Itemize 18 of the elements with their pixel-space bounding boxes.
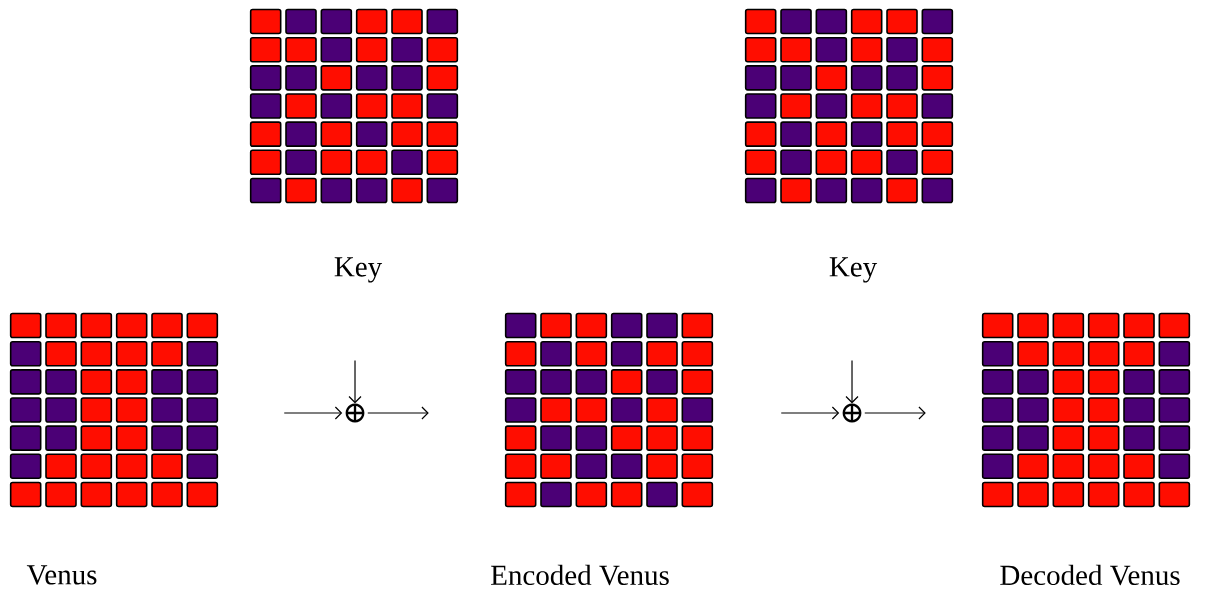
arrow bbox=[780, 406, 840, 420]
arrow bbox=[367, 406, 429, 420]
arrow bbox=[283, 406, 343, 420]
tile-grid-drawing bbox=[9, 312, 219, 508]
grid-caption: Decoded Venus bbox=[1000, 564, 1180, 586]
tile-grid-drawing bbox=[504, 312, 714, 508]
tile-grid-drawing bbox=[249, 8, 459, 204]
arrow bbox=[845, 359, 859, 404]
grid-caption: Encoded Venus bbox=[491, 564, 669, 586]
tile-grid-drawing bbox=[744, 8, 954, 204]
tile-grid-drawing bbox=[981, 312, 1191, 508]
arrow bbox=[864, 406, 926, 420]
grid-caption: Venus bbox=[26, 565, 97, 585]
grid-caption: Key bbox=[829, 257, 878, 283]
grid-caption: Key bbox=[334, 257, 383, 283]
xor-symbol: ⊕ bbox=[345, 403, 365, 423]
xor-symbol: ⊕ bbox=[842, 403, 862, 423]
arrow bbox=[348, 359, 362, 404]
